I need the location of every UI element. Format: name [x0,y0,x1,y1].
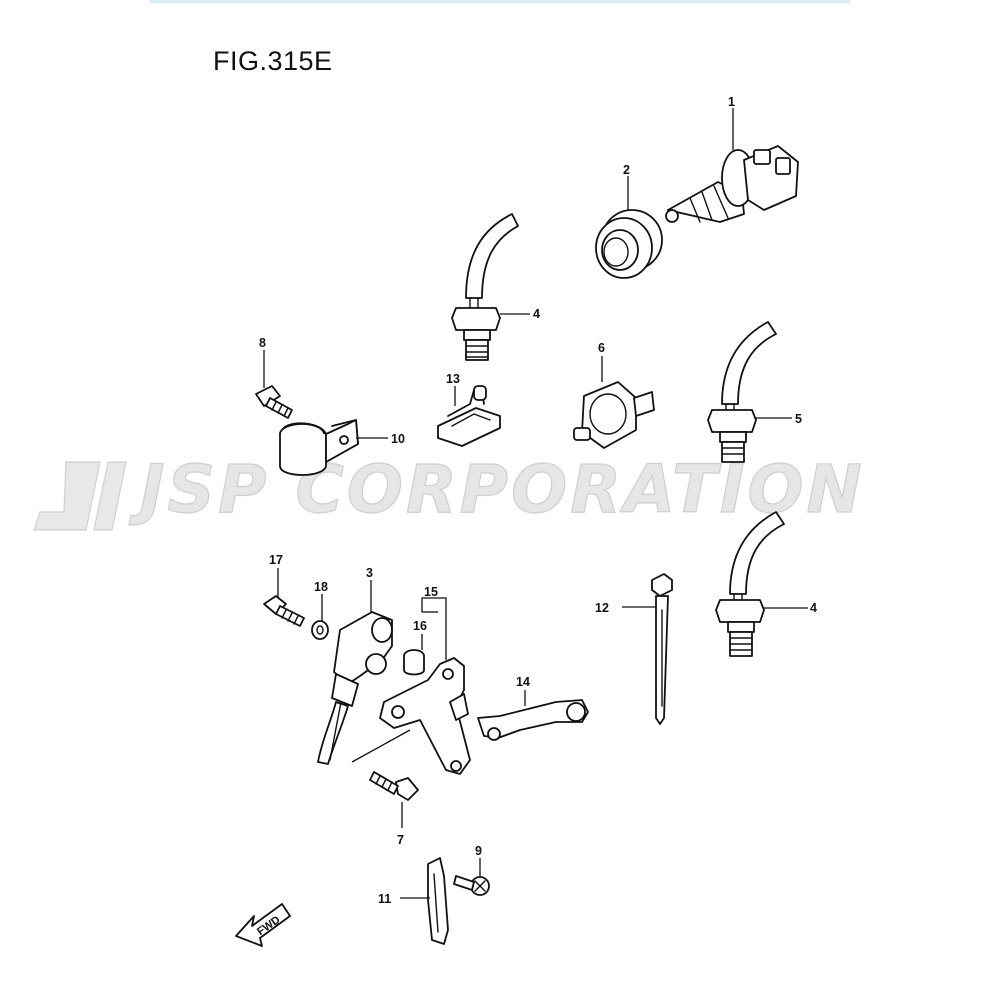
watermark-logo-stripe [93,461,127,531]
part-2-grommet [595,209,663,279]
callout-11: 11 [378,892,391,906]
part-16-spacer [403,649,425,676]
callout-8: 8 [259,336,266,350]
callout-numbers: 1 2 3 4 4 5 6 7 8 9 10 11 12 13 14 15 16… [259,95,817,906]
part-18-washer [311,620,329,640]
watermark-logo-mark [33,461,101,531]
part-14-link [477,699,589,741]
part-17-bolt [263,595,305,627]
part-4-switch-lower [715,511,785,657]
part-4-switch-top [451,213,519,361]
top-accent-bar [150,0,850,3]
callout-6: 6 [598,341,605,355]
part-12-cable-tie [651,573,673,725]
part-10-clamp [279,419,359,476]
callout-4-lower: 4 [810,601,817,615]
leader-lines [263,108,808,899]
watermark: JSP CORPORATION [33,450,865,531]
callout-16: 16 [413,619,427,633]
part-13-clip [437,385,501,447]
callout-5: 5 [795,412,802,426]
callout-12: 12 [595,601,609,615]
callout-3: 3 [366,566,373,580]
part-5-switch [707,321,777,463]
part-7-bolt [369,771,419,801]
watermark-text: JSP CORPORATION [129,451,865,528]
callout-17: 17 [269,553,283,567]
part-6-sensor [573,381,655,449]
callout-15: 15 [424,585,438,599]
callout-2: 2 [623,163,630,177]
part-9-screw [453,875,490,896]
callout-18: 18 [314,580,328,594]
part-15-lever [379,657,471,775]
fwd-direction-arrow: FWD [235,903,291,947]
part-8-bolt [255,385,293,419]
callout-4-top: 4 [533,307,540,321]
callout-9: 9 [475,844,482,858]
callout-10: 10 [391,432,405,446]
callout-1: 1 [728,95,735,109]
callout-7: 7 [397,833,404,847]
figure-title: FIG.315E [213,46,333,76]
part-3-sensor [317,611,393,765]
part-1-sensor [665,145,799,223]
part-11-strap [427,857,449,945]
callout-13: 13 [446,372,460,386]
callout-14: 14 [516,675,530,689]
